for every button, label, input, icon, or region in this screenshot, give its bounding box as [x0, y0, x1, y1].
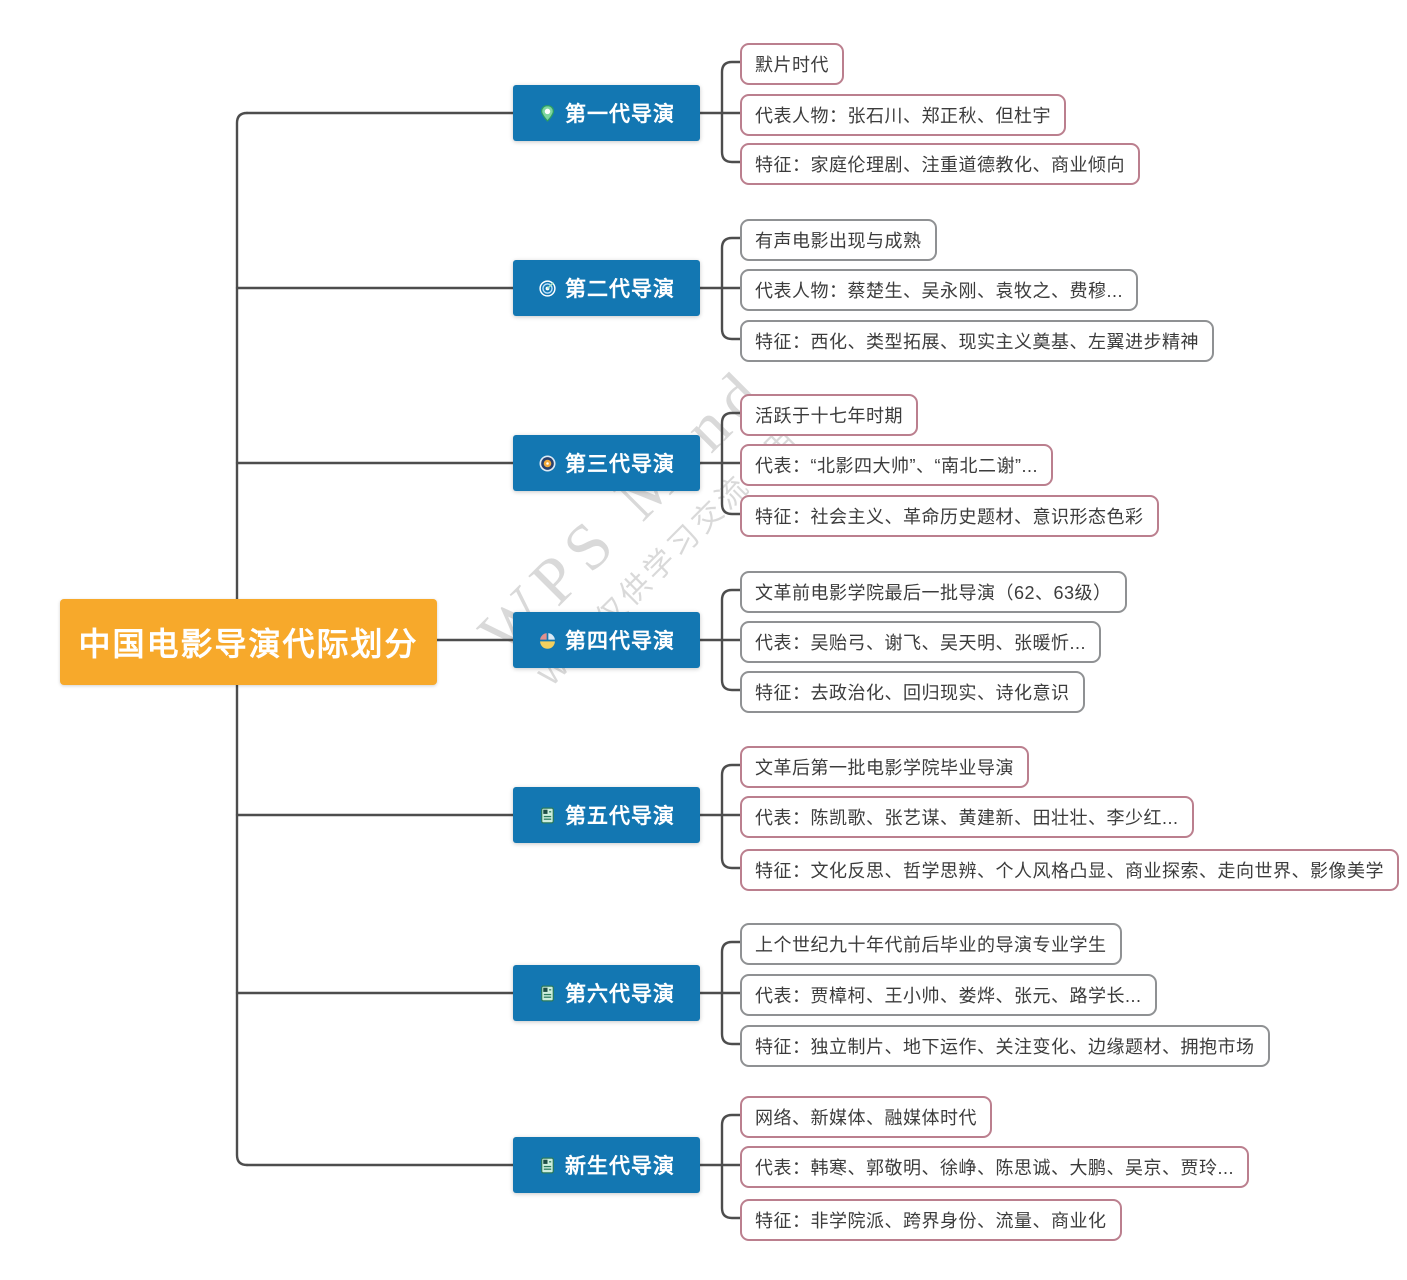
leaf-node[interactable]: 特征：西化、类型拓展、现实主义奠基、左翼进步精神: [740, 320, 1214, 362]
branch-label: 第二代导演: [565, 278, 675, 301]
leaf-node[interactable]: 特征：非学院派、跨界身份、流量、商业化: [740, 1199, 1122, 1241]
branch-node-gen4[interactable]: 第四代导演: [513, 612, 700, 668]
leaf-node[interactable]: 代表：“北影四大帅”、“南北二谢”...: [740, 444, 1053, 486]
document-icon: [538, 1156, 557, 1175]
branch-node-gen1[interactable]: 第一代导演: [513, 85, 700, 141]
pie-chart-icon: [538, 631, 557, 650]
leaf-node[interactable]: 活跃于十七年时期: [740, 394, 918, 436]
location-pin-icon: [538, 104, 557, 123]
branch-label: 第五代导演: [565, 805, 675, 828]
branch-node-newgen[interactable]: 新生代导演: [513, 1137, 700, 1193]
leaf-node[interactable]: 代表：韩寒、郭敬明、徐峥、陈思诚、大鹏、吴京、贾玲...: [740, 1146, 1250, 1188]
leaf-node[interactable]: 代表：贾樟柯、王小帅、娄烨、张元、路学长...: [740, 974, 1157, 1016]
branch-node-gen5[interactable]: 第五代导演: [513, 787, 700, 843]
branch-label: 新生代导演: [565, 1155, 675, 1178]
leaf-node[interactable]: 有声电影出现与成熟: [740, 219, 937, 261]
leaf-node[interactable]: 代表：陈凯歌、张艺谋、黄建新、田壮壮、李少红...: [740, 796, 1194, 838]
leaf-node[interactable]: 代表人物：蔡楚生、吴永刚、袁牧之、费穆...: [740, 269, 1139, 311]
leaf-node[interactable]: 特征：社会主义、革命历史题材、意识形态色彩: [740, 495, 1159, 537]
target-icon: [538, 279, 557, 298]
branch-node-gen6[interactable]: 第六代导演: [513, 965, 700, 1021]
leaf-node[interactable]: 网络、新媒体、融媒体时代: [740, 1096, 992, 1138]
leaf-node[interactable]: 特征：家庭伦理剧、注重道德教化、商业倾向: [740, 143, 1140, 185]
leaf-node[interactable]: 上个世纪九十年代前后毕业的导演专业学生: [740, 923, 1122, 965]
document-icon: [538, 806, 557, 825]
root-node[interactable]: 中国电影导演代际划分: [60, 599, 437, 685]
leaf-node[interactable]: 特征：去政治化、回归现实、诗化意识: [740, 671, 1085, 713]
branch-label: 第四代导演: [565, 630, 675, 653]
branch-node-gen3[interactable]: 第三代导演: [513, 435, 700, 491]
leaf-node[interactable]: 默片时代: [740, 43, 844, 85]
branch-node-gen2[interactable]: 第二代导演: [513, 260, 700, 316]
leaf-node[interactable]: 特征：独立制片、地下运作、关注变化、边缘题材、拥抱市场: [740, 1025, 1270, 1067]
leaf-node[interactable]: 文革后第一批电影学院毕业导演: [740, 746, 1029, 788]
medal-icon: [538, 454, 557, 473]
branch-label: 第六代导演: [565, 983, 675, 1006]
leaf-node[interactable]: 文革前电影学院最后一批导演（62、63级）: [740, 571, 1127, 613]
leaf-node[interactable]: 代表：吴贻弓、谢飞、吴天明、张暖忻...: [740, 621, 1102, 663]
branch-label: 第一代导演: [565, 103, 675, 126]
leaf-node[interactable]: 代表人物：张石川、郑正秋、但杜宇: [740, 94, 1066, 136]
leaf-node[interactable]: 特征：文化反思、哲学思辨、个人风格凸显、商业探索、走向世界、影像美学: [740, 849, 1399, 891]
document-icon: [538, 984, 557, 1003]
branch-label: 第三代导演: [565, 453, 675, 476]
